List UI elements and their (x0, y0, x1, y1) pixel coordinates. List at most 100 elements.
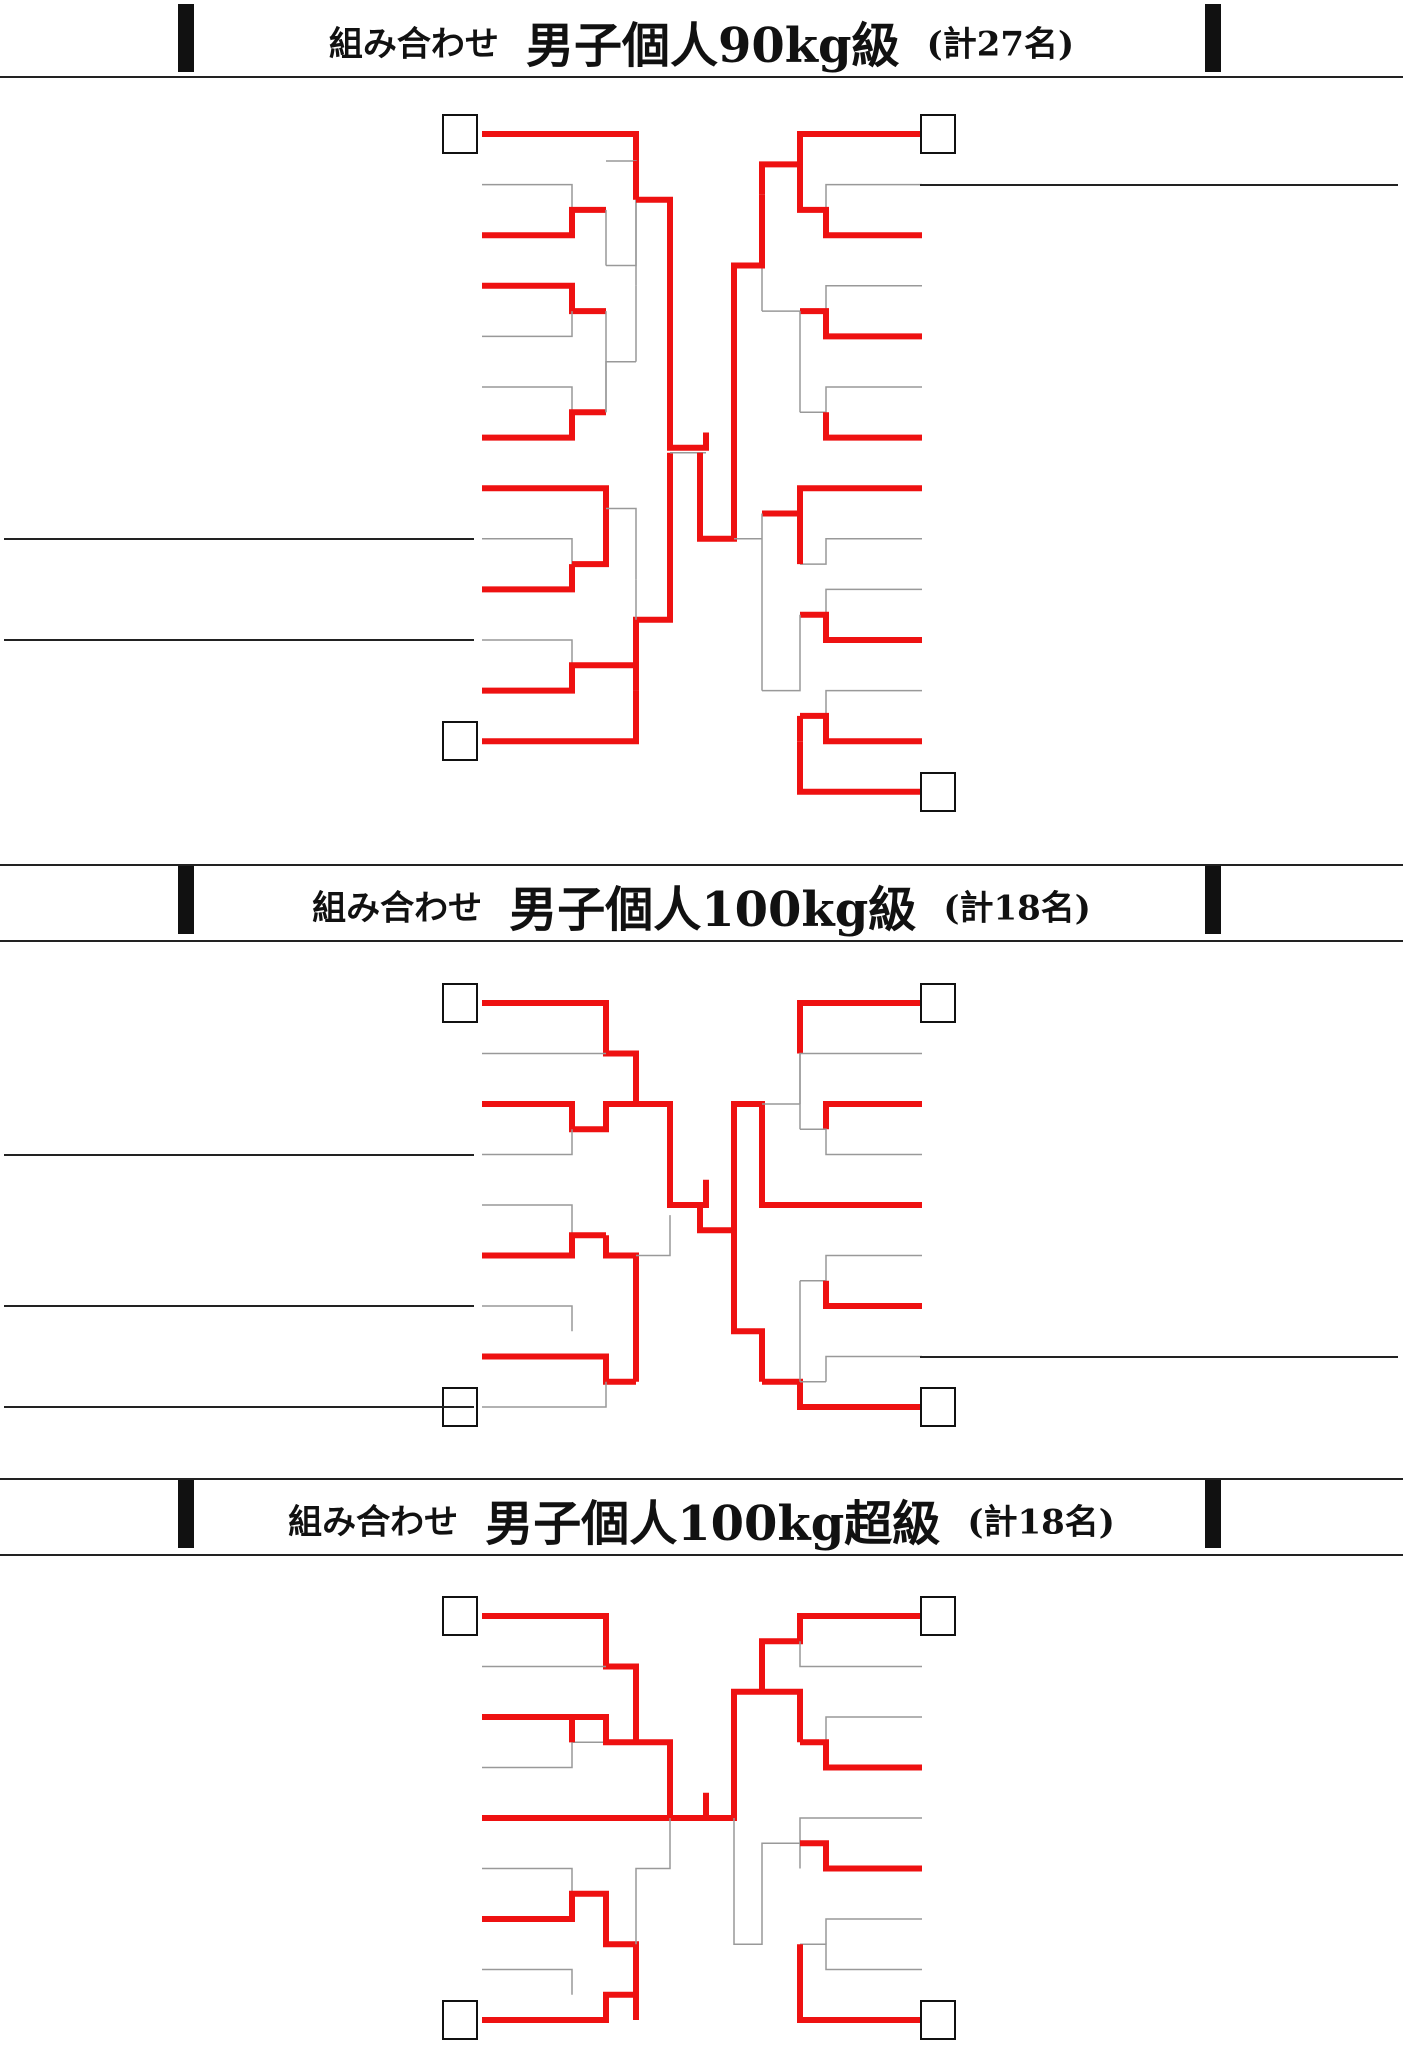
winner-path (731, 1230, 765, 1382)
bracket-line (482, 1305, 573, 1332)
title-prefix: 組み合わせ (288, 1502, 459, 1543)
bracket-line (482, 311, 573, 338)
winner-path (633, 452, 673, 691)
winner-path (482, 662, 606, 694)
title-count: (計18名) (943, 888, 1091, 929)
winner-path (636, 1739, 709, 1821)
winner-path (797, 1000, 922, 1054)
bracket-line (825, 1716, 922, 1743)
title-main: 男子個人90kg級 (525, 18, 900, 74)
header-bar-left (178, 4, 194, 72)
seed-box (920, 114, 956, 154)
entrant-row (920, 1084, 1400, 1124)
bracket-line (825, 689, 922, 716)
entrant-row (0, 367, 480, 407)
section-header: 組み合わせ 男子個人100kg級 (計18名) (0, 870, 1403, 938)
bracket-line (636, 1215, 671, 1257)
bracket-line (799, 1641, 922, 1668)
winner-path (482, 1101, 636, 1133)
entrant-row (0, 1034, 480, 1074)
entrant-row (0, 1596, 480, 1636)
header-topline (0, 864, 1403, 866)
entrant-row (0, 1185, 480, 1225)
entrant-row (920, 620, 1400, 660)
winner-path (482, 1890, 639, 2020)
entrant-row (920, 721, 1400, 761)
entrant-row (920, 266, 1400, 306)
header-underline (0, 940, 1403, 942)
winner-path (800, 1840, 922, 1872)
bracket-line (799, 1052, 922, 1104)
bracket-line (733, 1818, 800, 1945)
entrant-row (0, 1748, 480, 1788)
winner-path (797, 741, 922, 795)
header-bar-right (1205, 4, 1221, 72)
entrant-row (920, 1135, 1400, 1175)
title-count: (計18名) (967, 1502, 1115, 1543)
bracket-line (762, 614, 801, 692)
winner-path (823, 412, 922, 441)
bracket-line (800, 386, 922, 414)
seed-box (442, 2000, 478, 2040)
entrant-row (0, 418, 480, 458)
entrant-row (920, 1286, 1400, 1326)
entrant-row (0, 165, 480, 205)
entrant-row (920, 1748, 1400, 1788)
entrant-row (0, 114, 480, 154)
entrant-row (920, 165, 1400, 205)
entrant-row (0, 215, 480, 255)
entrant-row (920, 1596, 1400, 1636)
winner-path (482, 1353, 636, 1385)
entrant-row (920, 771, 1400, 812)
header-topline (0, 1478, 1403, 1480)
entrant-row (920, 519, 1400, 559)
entrant-row (920, 1034, 1400, 1074)
bracket-line (482, 183, 573, 210)
bracket-line (482, 1968, 573, 1995)
entrant-row (920, 215, 1400, 255)
winner-path (759, 131, 922, 195)
winner-path (800, 611, 922, 643)
bracket-line (482, 538, 606, 565)
title-main: 男子個人100kg超級 (485, 1496, 941, 1552)
entrant-row (920, 1899, 1400, 1939)
winner-path (482, 206, 606, 239)
bracket-line (825, 1918, 922, 1945)
bracket-line (635, 1818, 671, 1945)
winner-path (636, 1101, 709, 1208)
bracket-line (825, 285, 922, 312)
winner-path (797, 164, 922, 239)
withdrawn-strike (4, 639, 474, 641)
seed-box (442, 1596, 478, 1636)
section-header: 組み合わせ 男子個人100kg超級 (計18名) (0, 1484, 1403, 1552)
bracket-line (800, 1128, 922, 1156)
title-main: 男子個人100kg級 (509, 882, 917, 938)
winner-path (636, 196, 709, 451)
winner-path (606, 662, 639, 691)
bracket-line (482, 1129, 573, 1156)
entrant-row (0, 620, 480, 660)
winner-path (482, 564, 575, 593)
seed-box (920, 771, 956, 812)
entrant-row (920, 1950, 1400, 1990)
bracket-line (800, 1943, 922, 1971)
bracket-line (482, 1867, 573, 1894)
header-underline (0, 1554, 1403, 1556)
withdrawn-strike (4, 1305, 474, 1307)
bracket-line (825, 1355, 922, 1382)
winner-path (482, 690, 639, 745)
entrant-row (920, 367, 1400, 407)
entrant-row (920, 316, 1400, 356)
entrant-row (920, 418, 1400, 458)
winner-path (569, 1714, 636, 1746)
winner-path (762, 1378, 922, 1410)
title-prefix: 組み合わせ (328, 24, 499, 65)
header-bar-right (1205, 1480, 1221, 1548)
winner-path (800, 308, 922, 340)
seed-box (442, 114, 478, 154)
title-prefix: 組み合わせ (312, 888, 483, 929)
entrant-row (0, 983, 480, 1023)
winner-path (797, 1944, 922, 2023)
entrant-row (920, 1849, 1400, 1889)
entrant-row (920, 2000, 1400, 2040)
